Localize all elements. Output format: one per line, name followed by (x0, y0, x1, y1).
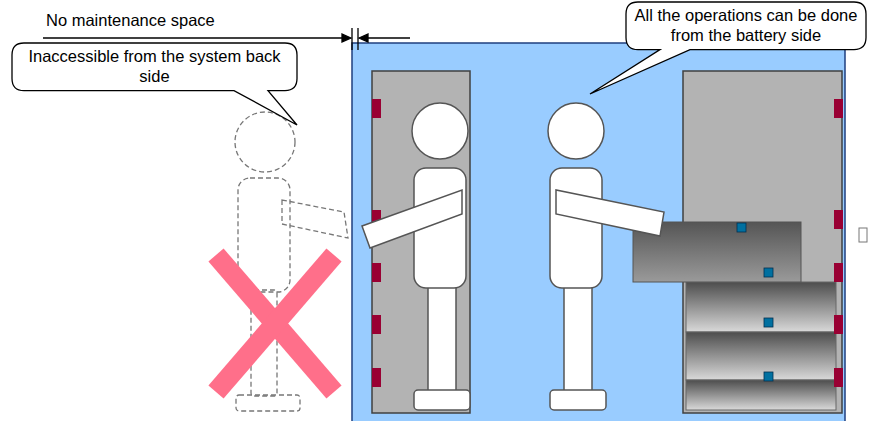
operator-figure (362, 103, 470, 410)
battery-drawer (686, 282, 836, 332)
cabinet-marks (834, 99, 843, 387)
operator-figure (548, 103, 664, 410)
callout-text: All the operations can be done from the … (634, 6, 858, 46)
bubble-outline (590, 2, 866, 94)
drawer-handles (737, 223, 773, 381)
speech-bubble: All the operations can be done from the … (626, 2, 866, 50)
floor-area (352, 43, 845, 421)
edge-mark (859, 228, 867, 242)
dimension-label: No maintenance space (46, 11, 215, 30)
battery-drawer (686, 380, 836, 410)
cross-mark (216, 255, 334, 392)
callout-text: Inaccessible from the system back side (20, 47, 289, 87)
battery-drawer (686, 332, 836, 380)
bubble-outline (12, 43, 297, 125)
speech-bubble: Inaccessible from the system back side (12, 43, 297, 91)
